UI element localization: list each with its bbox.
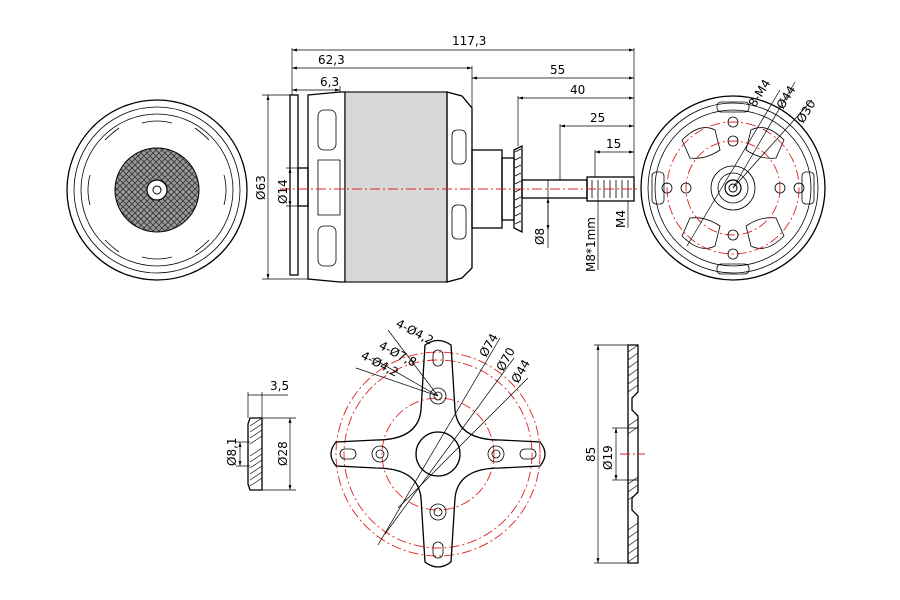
- dim-spacer-thickness: 3,5: [270, 379, 289, 393]
- dim-bearing-diameter: Ø14: [276, 179, 290, 204]
- dim-mount-bore: Ø19: [601, 445, 615, 470]
- dim-pcd-30: Ø30: [794, 97, 819, 125]
- dim-front-flange: 6,3: [320, 75, 339, 89]
- cross-mount-holes: [339, 349, 537, 559]
- front-mount-holes: [661, 116, 805, 260]
- spacer-view: 3,5 Ø8,1 Ø28: [225, 379, 296, 491]
- dim-hole-4-2-top: 4-Ø4,2: [394, 316, 436, 347]
- mount-side-view: 85 Ø19: [584, 344, 645, 564]
- dim-spacer-inner: Ø8,1: [225, 437, 239, 466]
- dim-pcd-44: Ø44: [774, 83, 799, 111]
- dim-overall-length: 117,3: [452, 34, 486, 48]
- dim-bell-length: 62,3: [318, 53, 345, 67]
- dim-shaft-end-15: 15: [606, 137, 621, 151]
- dim-shaft-thread: M8*1mm: [584, 217, 598, 272]
- side-view-dimensions: 117,3 62,3 55 6,3 40 25 15 Ø63 Ø14 Ø8 M8…: [254, 34, 635, 280]
- dim-thread-m4: M4: [614, 210, 628, 228]
- front-view: 8-M4 Ø44 Ø30: [640, 77, 826, 281]
- rear-view: [66, 99, 248, 281]
- dim-mount-height: 85: [584, 447, 598, 462]
- dim-spacer-outer: Ø28: [276, 441, 290, 466]
- dim-body-diameter: Ø63: [254, 175, 268, 200]
- side-view: [280, 91, 640, 283]
- motor-body: [344, 91, 448, 283]
- dim-pcd-74: Ø74: [476, 331, 500, 359]
- dim-shaft-from-body: 55: [550, 63, 565, 77]
- rear-slots: [87, 120, 227, 260]
- dim-shaft-from-nut: 40: [570, 83, 585, 97]
- dim-shaft-end-25: 25: [590, 111, 605, 125]
- dim-shaft-diameter: Ø8: [533, 228, 547, 245]
- cross-mount-view: 4-Ø4,2 4-Ø7,8 4-Ø4,2 Ø74 Ø70 Ø44: [330, 316, 546, 568]
- dim-mount-holes: 8-M4: [746, 77, 774, 110]
